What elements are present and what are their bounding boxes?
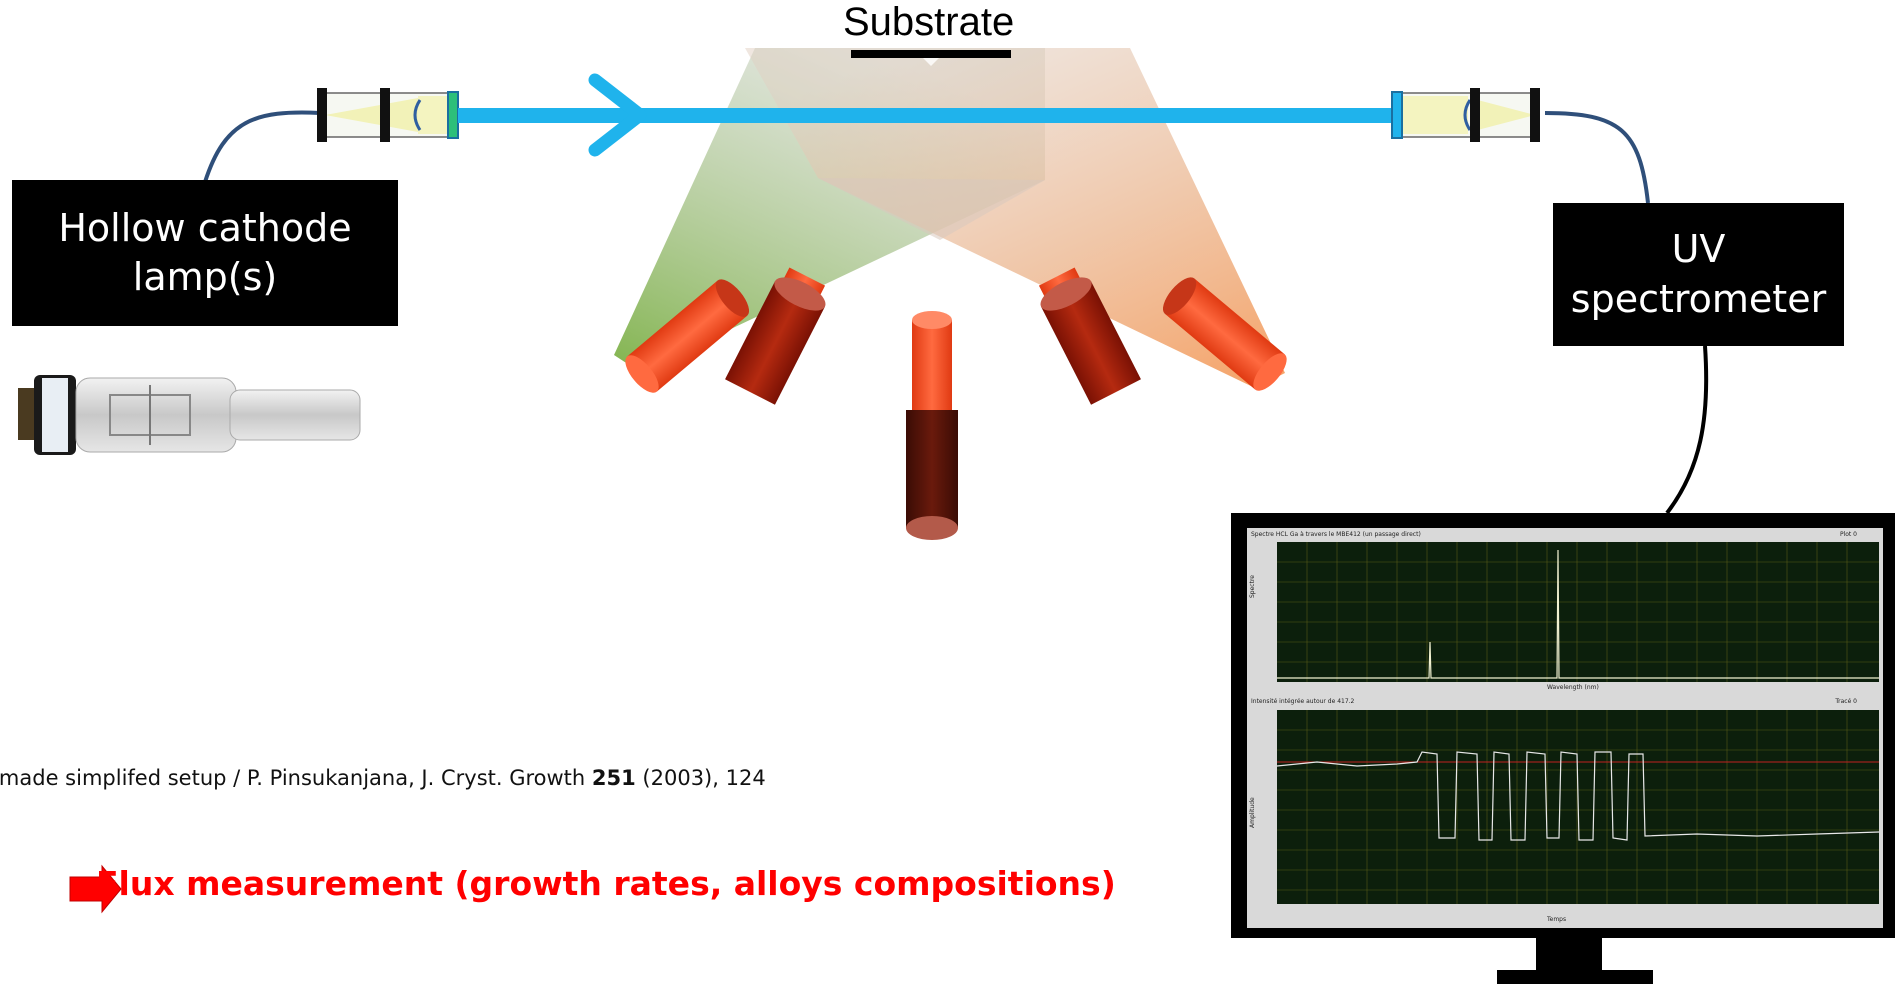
- lamp-label-line2: lamp(s): [132, 255, 278, 299]
- plume-overlap: [818, 178, 1045, 240]
- intensity-plot: [1276, 710, 1880, 904]
- plot1-title: Spectre HCL Ga à travers le MBE412 (un p…: [1251, 531, 1421, 538]
- lamp-fiber: [203, 110, 321, 183]
- left-collimator: [317, 88, 459, 142]
- intensity-trace: [1276, 751, 1880, 841]
- plot1-xlabel: Wavelength (nm): [1547, 684, 1599, 691]
- plot1-legend: Plot 0: [1839, 531, 1857, 538]
- citation-prefix: emade simplifed setup / P. Pinsukanjana,…: [0, 766, 592, 790]
- spectrum-plot: [1277, 542, 1879, 682]
- substrate-mark: [923, 58, 939, 66]
- flux-measurement-text: Flux measurement (growth rates, alloys c…: [96, 864, 1116, 903]
- spectrometer-label-line2: spectrometer: [1570, 276, 1827, 321]
- flux-arrow-icon: [69, 864, 122, 914]
- spectrometer-fiber: [1544, 111, 1650, 204]
- beam-direction-arrow: [588, 73, 647, 157]
- plot2-legend: Tracé 0: [1835, 698, 1857, 705]
- effusion-cell-5: [1162, 277, 1287, 391]
- substrate-bar: [851, 50, 1011, 58]
- citation: emade simplifed setup / P. Pinsukanjana,…: [0, 766, 766, 790]
- effusion-cell-1: [625, 279, 750, 393]
- spectrum-trace: [1277, 549, 1879, 679]
- uv-spectrometer-label: UV spectrometer: [1553, 203, 1844, 346]
- plot2-xlabel: Temps: [1547, 916, 1567, 923]
- effusion-cell-4: [1038, 267, 1141, 405]
- spectrometer-label-line1: UV: [1671, 227, 1726, 272]
- effusion-cell-2: [725, 267, 826, 405]
- right-collimator: [1391, 88, 1540, 142]
- lamp-label-line1: Hollow cathode: [58, 205, 352, 250]
- citation-suffix: (2003), 124: [635, 766, 766, 790]
- monitor-cable: [1665, 345, 1709, 515]
- effusion-cell-3: [906, 311, 958, 540]
- monitor: Spectre HCL Ga à travers le MBE412 (un p…: [1231, 513, 1895, 938]
- hollow-cathode-lamp-label: Hollow cathode lamp(s): [12, 180, 398, 326]
- citation-volume: 251: [591, 766, 636, 790]
- optical-beam: [458, 108, 1393, 123]
- monitor-stand-base: [1497, 970, 1653, 984]
- monitor-stand-neck: [1536, 938, 1602, 974]
- plot2-title: Intensité intégrée autour de 417.2: [1251, 698, 1355, 705]
- plot2-ylabel: Amplitude: [1249, 797, 1256, 828]
- spectrometer-screen: Spectre HCL Ga à travers le MBE412 (un p…: [1247, 528, 1883, 928]
- plot1-ylabel: Spectre: [1249, 575, 1256, 598]
- substrate-label: Substrate: [843, 0, 1015, 44]
- orange-flux-plume: [745, 48, 1285, 388]
- hollow-cathode-lamp-photo: [0, 338, 366, 510]
